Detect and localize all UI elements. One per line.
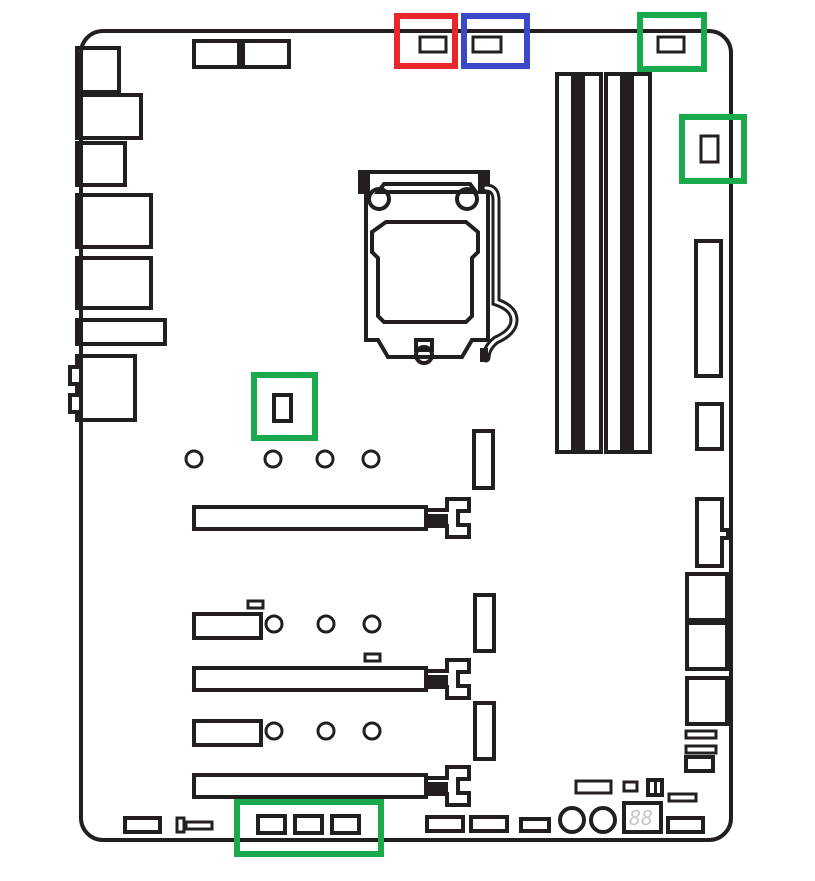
header-icon [666, 816, 705, 834]
header-icon [646, 778, 664, 797]
header-icon [622, 780, 639, 793]
pcie-x1-slot-icon [192, 719, 263, 747]
io-port-icon [75, 93, 143, 140]
m2-standoffs [184, 449, 382, 741]
header-icon [684, 744, 718, 755]
io-port-icon [75, 193, 153, 249]
cpu-socket-icon [358, 170, 519, 365]
header-icon [519, 817, 551, 833]
header-icon [469, 815, 509, 833]
pcie-slot-icon [192, 658, 471, 700]
m2-slot-icon [473, 593, 496, 653]
io-port-icon [75, 141, 127, 187]
highlight-box-green [679, 114, 747, 184]
header-icon [256, 814, 287, 835]
header-icon [574, 779, 613, 795]
debug-led-text: 88 [629, 806, 653, 830]
header-icon [175, 816, 186, 834]
header-icon [471, 35, 503, 54]
header-icon [656, 35, 686, 54]
sata-port-icon [685, 621, 729, 671]
atx-power-connector [694, 239, 723, 378]
io-port-icon [68, 354, 137, 422]
m2-slot-icon [472, 429, 495, 490]
header-icon [330, 814, 361, 835]
highlight-box-red [394, 13, 458, 69]
header-icon [699, 134, 720, 164]
header-icon [667, 792, 698, 803]
sata-port-icon [685, 572, 729, 622]
m2-slot-icon [473, 701, 496, 761]
header-icon [418, 35, 448, 54]
header-icon [123, 816, 162, 834]
header-icon [184, 820, 214, 831]
header-icon [293, 814, 324, 835]
header-icon [246, 599, 265, 610]
header-icon [425, 815, 465, 833]
board-outline [79, 29, 733, 842]
sata-port-icon [685, 676, 729, 726]
rear-io-panel [68, 46, 167, 422]
header-icon [272, 393, 293, 423]
io-port-icon [75, 256, 153, 310]
io-port-icon [75, 46, 121, 94]
io-port-icon [75, 318, 167, 346]
header-icon [684, 729, 718, 740]
header-icon [684, 755, 715, 773]
header-icon [695, 402, 724, 451]
highlight-box-green [234, 799, 384, 857]
usb-header-icon [695, 497, 730, 568]
pcie-x1-slot-icon [192, 612, 263, 640]
pcie-slot-icon [192, 497, 471, 539]
highlight-box-blue [461, 13, 530, 69]
highlight-box-green [637, 12, 707, 72]
dimm-slot-icon [555, 72, 652, 454]
button-icon [558, 806, 586, 834]
header-icon [241, 39, 291, 69]
debug-led-display: 88 [622, 801, 663, 834]
button-icon [589, 806, 617, 834]
header-icon [363, 652, 382, 663]
highlight-box-green [251, 372, 318, 441]
pcie-slot-icon [192, 765, 471, 807]
header-icon [192, 39, 241, 69]
